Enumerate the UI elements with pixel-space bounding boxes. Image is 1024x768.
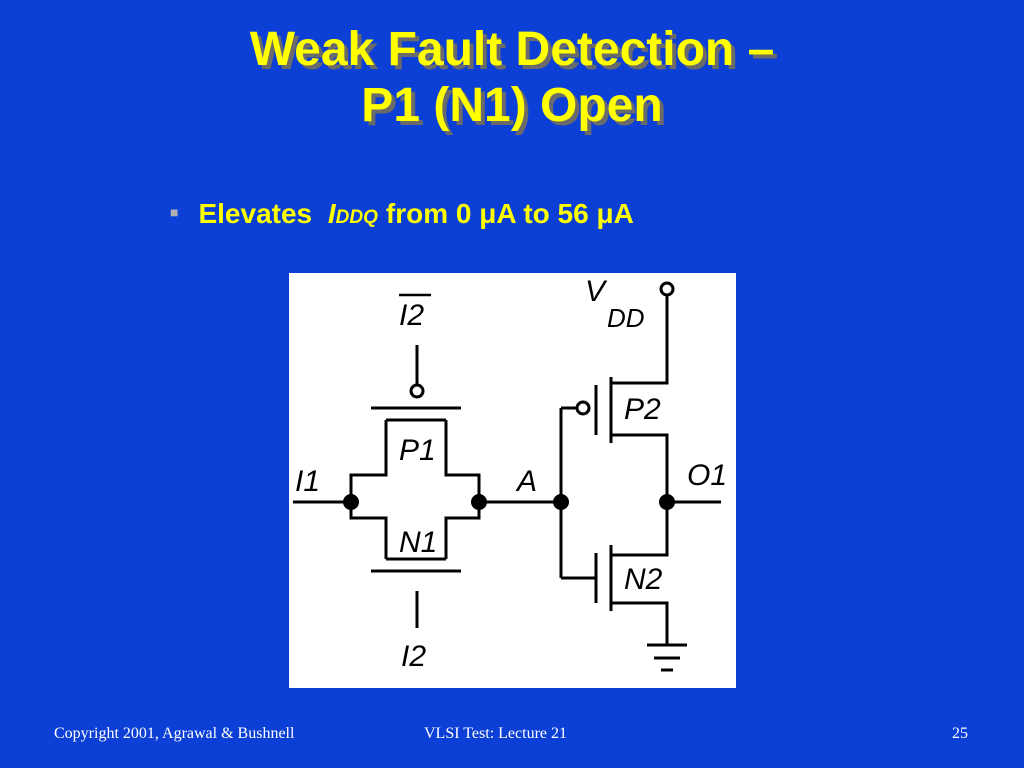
label-n1: N1 [399,526,437,559]
p2-bubble [575,400,591,416]
label-i2-bar: I2 [399,299,424,332]
iddq-subscript: DDQ [335,207,378,228]
slide-title: Weak Fault Detection – P1 (N1) Open [0,22,1024,134]
junction-tg-out [471,494,487,510]
junction-o1 [659,494,675,510]
label-a: A [515,465,537,498]
label-i2-bottom: I2 [401,640,426,673]
title-line-2: P1 (N1) Open [361,79,663,132]
label-p2: P2 [624,393,661,426]
footer-copyright: Copyright 2001, Agrawal & Bushnell [54,725,295,742]
p1-bubble [409,383,425,399]
n2-drain [611,502,669,557]
label-o1: O1 [687,459,727,492]
label-vdd: V [585,275,608,308]
n1-left-wire [349,502,388,559]
footer-page-number: 25 [952,725,968,742]
vdd-terminal [659,281,675,297]
label-p1: P1 [399,434,436,467]
p1-left-wire [349,420,388,502]
p1-right-wire [444,420,481,502]
label-i1: I1 [295,465,320,498]
label-vdd-sub: DD [607,303,645,333]
bullet-text-before: Elevates [198,198,320,229]
title-line-1: Weak Fault Detection – [249,23,775,76]
footer-course: VLSI Test: Lecture 21 [424,725,567,742]
circuit-diagram: I2 P1 N1 I1 A I2 V DD P2 N2 O1 [289,273,736,688]
circuit-svg: I2 P1 N1 I1 A I2 V DD P2 N2 O1 [293,275,727,673]
p2-source [611,295,669,385]
p2-drain [611,433,669,502]
iddq-symbol: I [327,198,336,229]
junction-a [553,494,569,510]
label-n2: N2 [624,563,663,596]
n1-right-wire [444,502,481,559]
bullet-square-icon: ■ [170,204,179,220]
n2-source [611,601,669,645]
bullet-text-after: from 0 μA to 56 μA [385,198,634,229]
junction-i1 [343,494,359,510]
